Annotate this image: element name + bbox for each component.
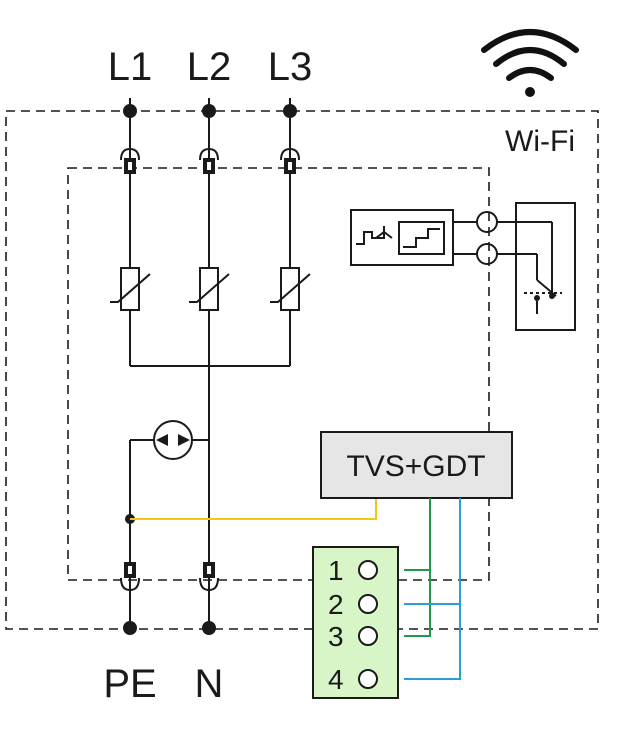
tvs-gdt-label: TVS+GDT	[346, 450, 485, 483]
terminal-l2	[202, 104, 216, 118]
varistor-l1	[120, 267, 140, 311]
label-l1: L1	[108, 45, 153, 89]
outer-enclosure	[5, 110, 599, 630]
terminal-number-2: 2	[328, 589, 344, 620]
inner-module	[67, 167, 490, 581]
terminal-l3	[283, 104, 297, 118]
wifi-icon	[481, 29, 579, 97]
label-n: N	[195, 662, 224, 706]
label-l3: L3	[268, 45, 313, 89]
label-l2: L2	[187, 45, 232, 89]
terminal-n	[202, 621, 216, 635]
terminal-hole-2	[358, 594, 378, 614]
terminal-block-slots: 1 2 3 4	[328, 555, 378, 695]
relay-contact	[497, 202, 576, 331]
terminal-number-1: 1	[328, 555, 344, 586]
terminal-block	[312, 546, 399, 699]
terminal-hole-1	[358, 560, 378, 580]
terminal-l1	[123, 104, 137, 118]
tvs-gdt-box	[320, 431, 513, 499]
terminal-hole-4	[358, 669, 378, 689]
varistor-l2	[199, 267, 219, 311]
label-pe: PE	[103, 662, 156, 706]
varistor-l3	[280, 267, 300, 311]
gas-discharge-tube	[130, 420, 209, 460]
terminal-pe	[123, 621, 137, 635]
blue-wire-2	[404, 498, 461, 605]
wifi-label: Wi-Fi	[505, 125, 575, 158]
green-wire-1	[404, 498, 431, 571]
terminal-number-3: 3	[328, 621, 344, 652]
pe-signal-wire	[130, 498, 377, 520]
green-wire-3	[404, 570, 431, 637]
output-terminals	[120, 562, 219, 635]
terminal-number-4: 4	[328, 664, 344, 695]
terminal-hole-3	[358, 626, 378, 646]
status-indicator-module	[350, 209, 498, 266]
input-branches	[110, 98, 311, 367]
blue-wire-4	[404, 604, 461, 680]
